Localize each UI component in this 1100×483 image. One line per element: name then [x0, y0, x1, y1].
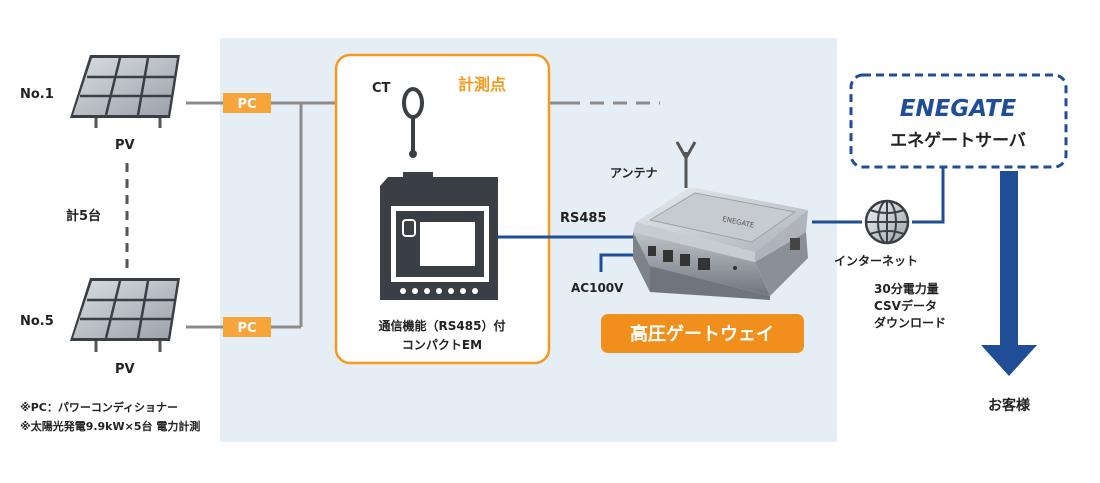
em-caption-line2: コンパクトEM: [402, 338, 482, 352]
ct-sensor-icon: [402, 87, 424, 158]
pc-box-1: PC: [223, 93, 271, 113]
footnote-1: ※PC：パワーコンディショナー: [20, 400, 178, 414]
customer-label: お客様: [988, 397, 1031, 414]
data-note-line2: CSVデータ: [874, 298, 937, 313]
compact-em-meter-icon: [380, 172, 498, 300]
footnote-2: ※太陽光発電9.9kW×5台 電力計測: [20, 419, 200, 433]
data-note-line1: 30分電力量: [874, 281, 939, 296]
gateway-label-box: 高圧ゲートウェイ: [601, 314, 804, 353]
server-name: エネゲートサーバ: [890, 130, 1026, 151]
high-voltage-gateway-device: ENEGATE: [633, 187, 808, 300]
internet-server-line: [912, 167, 945, 224]
pv-label-bottom: PV: [115, 362, 135, 377]
rs485-label: RS485: [560, 211, 607, 226]
enegate-server-box: ENEGATE エネゲートサーバ: [849, 73, 1068, 169]
antenna-icon: [675, 141, 697, 188]
pv-no5-label: No.5: [20, 314, 54, 329]
ac100v-label: AC100V: [571, 281, 624, 295]
pc-box-5: PC: [223, 317, 271, 337]
internet-label: インターネット: [834, 254, 918, 268]
gateway-label: 高圧ゲートウェイ: [630, 323, 774, 345]
download-arrow: [981, 171, 1037, 376]
pv-count-label: 計5台: [66, 208, 101, 224]
pv-label-top: PV: [115, 138, 135, 153]
ct-label: CT: [372, 81, 391, 96]
pv-panel-5: [70, 278, 180, 352]
data-note-line3: ダウンロード: [874, 315, 946, 330]
measurement-point-label: 計測点: [458, 75, 506, 94]
server-logo: ENEGATE: [900, 96, 1017, 122]
pc-label-1: PC: [237, 97, 256, 112]
pc-label-5: PC: [237, 321, 256, 336]
pv-no1-label: No.1: [20, 87, 54, 102]
ac100v-line: [599, 253, 645, 272]
antenna-label: アンテナ: [610, 166, 658, 180]
globe-icon: [864, 199, 910, 245]
em-caption-line1: 通信機能（RS485）付: [379, 318, 506, 333]
pv-panel-1: [70, 55, 180, 128]
